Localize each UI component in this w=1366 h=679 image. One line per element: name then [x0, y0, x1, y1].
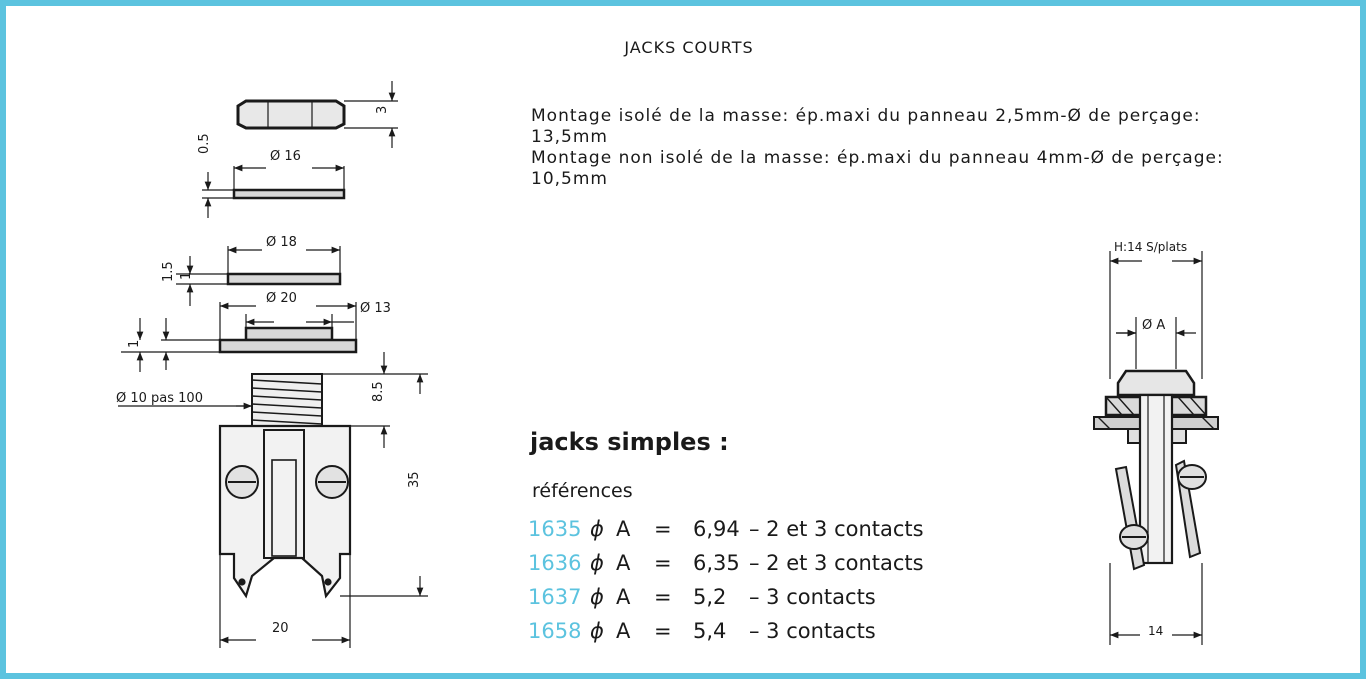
ref-equals: = [654, 619, 672, 643]
ref-code: 1636 [528, 551, 582, 575]
dim-label: 20 [272, 621, 289, 636]
ref-symbol: ϕ [590, 517, 604, 541]
dim-label: 8.5 [371, 381, 386, 402]
dim-label: 1 [127, 340, 142, 348]
washer-16 [232, 188, 346, 200]
ref-desc: – 3 contacts [749, 619, 876, 643]
ref-letter: A [616, 585, 631, 609]
spec-line: 13,5mm [531, 127, 608, 147]
jack-mounted-drawing: H:14 S/plats Ø A 14 [1093, 240, 1219, 645]
dim-label: Ø 20 [266, 291, 297, 306]
ref-code: 1658 [528, 619, 582, 643]
dim-label: H:14 S/plats [1114, 240, 1187, 254]
ref-desc: – 2 et 3 contacts [749, 517, 924, 541]
dim-label: Ø 10 pas 100 [116, 391, 203, 406]
hex-nut [1116, 369, 1196, 397]
ref-value: 6,94 [693, 517, 740, 541]
ref-value: 5,2 [693, 585, 727, 609]
spec-line: Montage isolé de la masse: ép.maxi du pa… [531, 106, 1201, 126]
dim-label: Ø 13 [360, 301, 391, 316]
spec-line: Montage non isolé de la masse: ép.maxi d… [531, 148, 1224, 168]
ref-letter: A [616, 517, 631, 541]
dim-label: Ø 18 [266, 235, 297, 250]
mounting-specs: Montage isolé de la masse: ép.maxi du pa… [531, 106, 1331, 190]
jack-exploded-drawing: 3 Ø 16 0.5 Ø 18 1 1.5 Ø 20 Ø 13 1 Ø 10 p… [116, 81, 428, 648]
spec-line: 10,5mm [531, 169, 608, 189]
references-label: références [532, 480, 633, 502]
washer-20 [218, 338, 358, 354]
dim-label: 35 [407, 471, 422, 488]
ref-symbol: ϕ [590, 619, 604, 643]
page-title: JACKS COURTS [624, 38, 754, 57]
ref-symbol: ϕ [590, 585, 604, 609]
dim-label: 14 [1148, 624, 1163, 638]
ref-letter: A [616, 551, 631, 575]
dim-label: Ø A [1142, 318, 1165, 333]
ref-equals: = [654, 517, 672, 541]
dim-label: 3 [375, 106, 390, 114]
ref-value: 6,35 [693, 551, 740, 575]
ref-symbol: ϕ [590, 551, 604, 575]
ref-code: 1635 [528, 517, 582, 541]
dim-label: 1 [179, 272, 194, 280]
ref-equals: = [654, 551, 672, 575]
shoulder-washer [244, 326, 334, 342]
dim-label: 0.5 [197, 133, 212, 154]
dim-label: Ø 16 [270, 149, 301, 164]
ref-letter: A [616, 619, 631, 643]
dim-label: 1.5 [161, 261, 176, 282]
section-heading: jacks simples : [530, 428, 729, 456]
washer-18 [226, 272, 342, 286]
jack-body [218, 424, 352, 599]
ref-value: 5,4 [693, 619, 727, 643]
ref-code: 1637 [528, 585, 582, 609]
ref-desc: – 2 et 3 contacts [749, 551, 924, 575]
ref-equals: = [654, 585, 672, 609]
ref-desc: – 3 contacts [749, 585, 876, 609]
hex-nut [236, 99, 346, 130]
